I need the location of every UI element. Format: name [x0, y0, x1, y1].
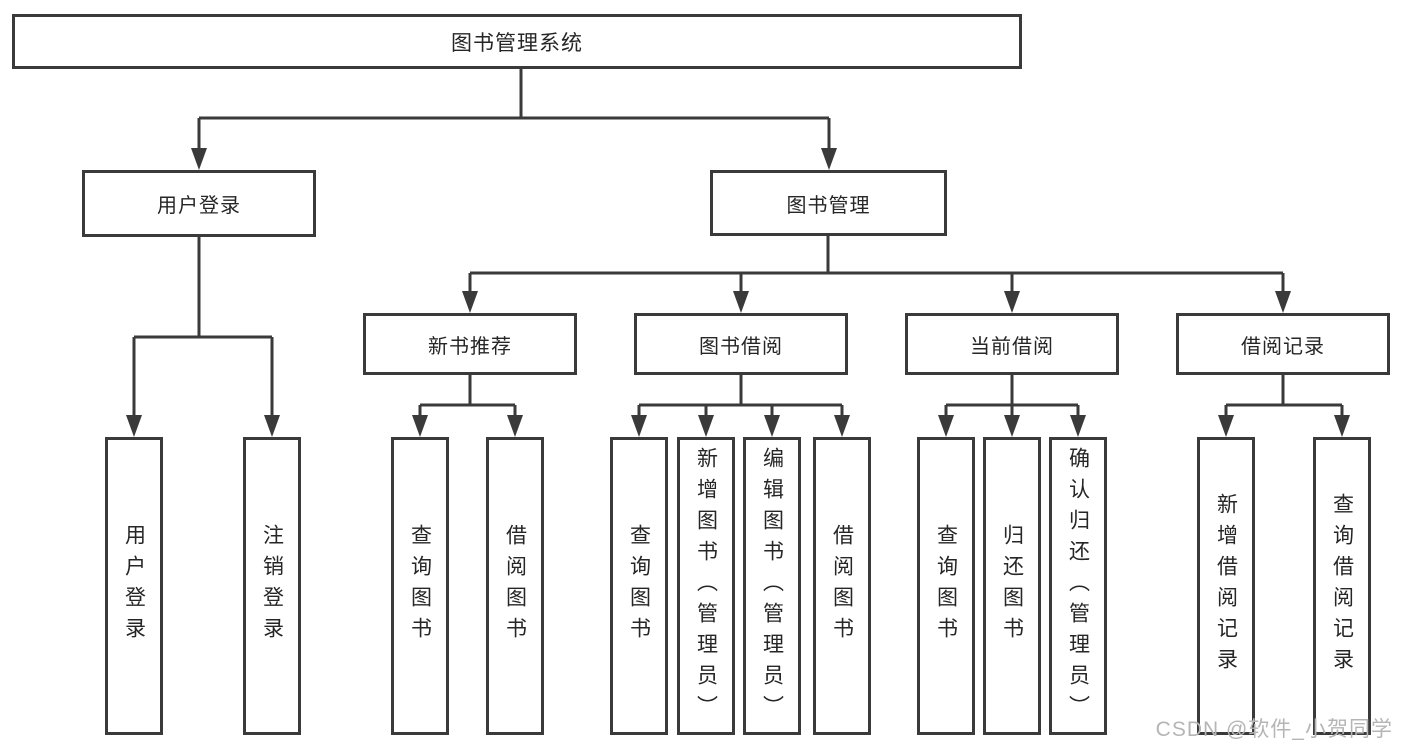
leaf-borrow-borrow-book: 借阅图书 [813, 437, 871, 735]
leaf-logout-login: 注销登录 [243, 437, 301, 735]
leaf-label: 新增图书（管理员） [694, 446, 718, 726]
node-label: 当前借阅 [970, 335, 1054, 358]
csdn-watermark: CSDN @软件_小贺同学 [1155, 718, 1393, 741]
leaf-recommend-borrow-book: 借阅图书 [486, 437, 544, 735]
node-library-system-root: 图书管理系统 [12, 14, 1022, 69]
node-book-borrow: 图书借阅 [634, 313, 848, 375]
leaf-record-query-record: 查询借阅记录 [1313, 437, 1371, 735]
leaf-label: 查询借阅记录 [1330, 493, 1354, 679]
node-label: 图书管理系统 [451, 31, 583, 55]
leaf-label: 归还图书 [1000, 524, 1024, 648]
node-label: 用户登录 [157, 195, 241, 217]
leaf-borrow-edit-book-admin: 编辑图书（管理员） [743, 437, 801, 735]
leaf-label: 编辑图书（管理员） [760, 446, 784, 726]
leaf-recommend-query-book: 查询图书 [391, 437, 449, 735]
node-current-borrow: 当前借阅 [905, 313, 1119, 375]
leaf-record-add-record: 新增借阅记录 [1197, 437, 1255, 735]
node-user-login: 用户登录 [82, 170, 316, 237]
leaf-current-query-book: 查询图书 [917, 437, 975, 735]
leaf-current-confirm-return-admin: 确认归还（管理员） [1049, 437, 1107, 735]
node-label: 借阅记录 [1241, 335, 1325, 358]
leaf-label: 注销登录 [260, 524, 284, 648]
leaf-user-login: 用户登录 [105, 437, 163, 735]
node-label: 新书推荐 [428, 335, 512, 358]
leaf-label: 确认归还（管理员） [1066, 446, 1090, 726]
leaf-label: 查询图书 [934, 524, 958, 648]
node-borrow-record: 借阅记录 [1176, 313, 1390, 375]
leaf-label: 新增借阅记录 [1214, 493, 1238, 679]
leaf-borrow-add-book-admin: 新增图书（管理员） [677, 437, 735, 735]
node-label: 图书管理 [786, 194, 871, 217]
node-new-book-recommend: 新书推荐 [363, 313, 577, 375]
arrowheads [126, 148, 1350, 437]
leaf-label: 借阅图书 [503, 524, 527, 648]
leaf-borrow-query-book: 查询图书 [610, 437, 668, 735]
node-label: 图书借阅 [699, 335, 783, 358]
node-book-manage: 图书管理 [710, 170, 947, 236]
leaf-label: 用户登录 [122, 524, 146, 648]
leaf-label: 借阅图书 [830, 524, 854, 648]
leaf-label: 查询图书 [408, 524, 432, 648]
leaf-label: 查询图书 [627, 524, 651, 648]
leaf-current-return-book: 归还图书 [983, 437, 1041, 735]
